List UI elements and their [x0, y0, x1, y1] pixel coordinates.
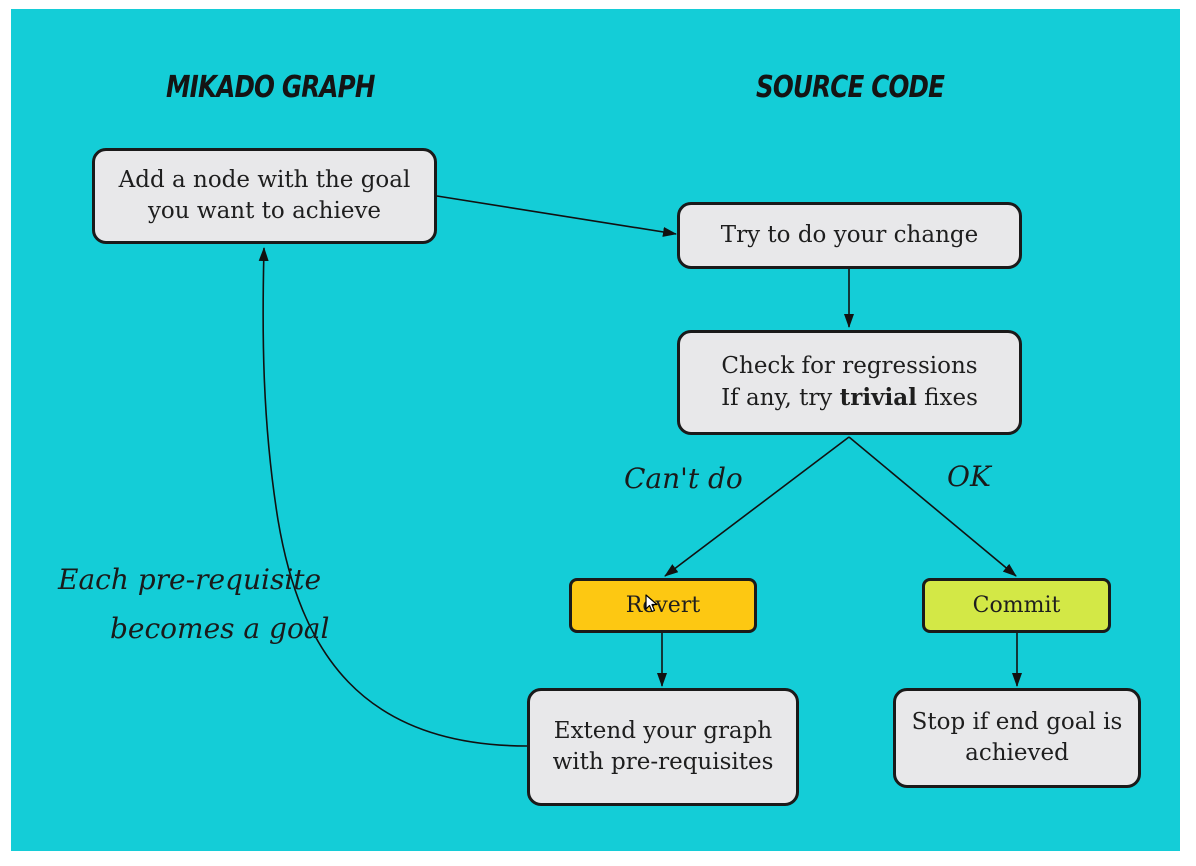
source-code-heading: SOURCE CODE [756, 70, 945, 105]
arrow-goal-to-try [436, 195, 677, 237]
arrow-check-to-revert [664, 436, 850, 577]
check-regressions-line2-prefix: If any, try [721, 385, 840, 411]
add-goal-node: Add a node with the goal you want to ach… [92, 148, 437, 244]
mouse-cursor-icon [645, 594, 658, 613]
revert-label: Revert [625, 593, 701, 618]
extend-graph-node: Extend your graph with pre-requisites [527, 688, 799, 806]
revert-node: Revert [569, 578, 757, 633]
mikado-graph-heading: MIKADO GRAPH [166, 70, 375, 105]
loop-label-line2: becomes a goal [110, 612, 330, 645]
add-goal-line1: Add a node with the goal [118, 167, 411, 193]
ok-label: OK [947, 460, 991, 493]
check-regressions-trivial: trivial [839, 384, 917, 411]
stop-node: Stop if end goal is achieved [893, 688, 1141, 788]
check-regressions-line1: Check for regressions [721, 353, 978, 379]
try-change-node: Try to do your change [677, 202, 1022, 269]
commit-label: Commit [972, 593, 1061, 618]
arrow-loop-back-to-goal [258, 247, 528, 747]
stop-line2: achieved [965, 740, 1069, 766]
try-change-label: Try to do your change [720, 222, 979, 248]
extend-graph-line1: Extend your graph [553, 718, 773, 744]
extend-graph-line2: with pre-requisites [552, 749, 774, 775]
check-regressions-line2: If any, try trivial fixes [721, 382, 978, 414]
check-regressions-node: Check for regressions If any, try trivia… [677, 330, 1022, 435]
loop-label-line1: Each pre-requisite [58, 563, 322, 596]
arrow-check-to-commit [848, 436, 1017, 577]
check-regressions-line2-suffix: fixes [916, 385, 978, 411]
cant-do-label: Can't do [624, 462, 743, 495]
commit-node: Commit [922, 578, 1111, 633]
stop-line1: Stop if end goal is [911, 709, 1123, 735]
add-goal-line2: you want to achieve [147, 198, 382, 224]
